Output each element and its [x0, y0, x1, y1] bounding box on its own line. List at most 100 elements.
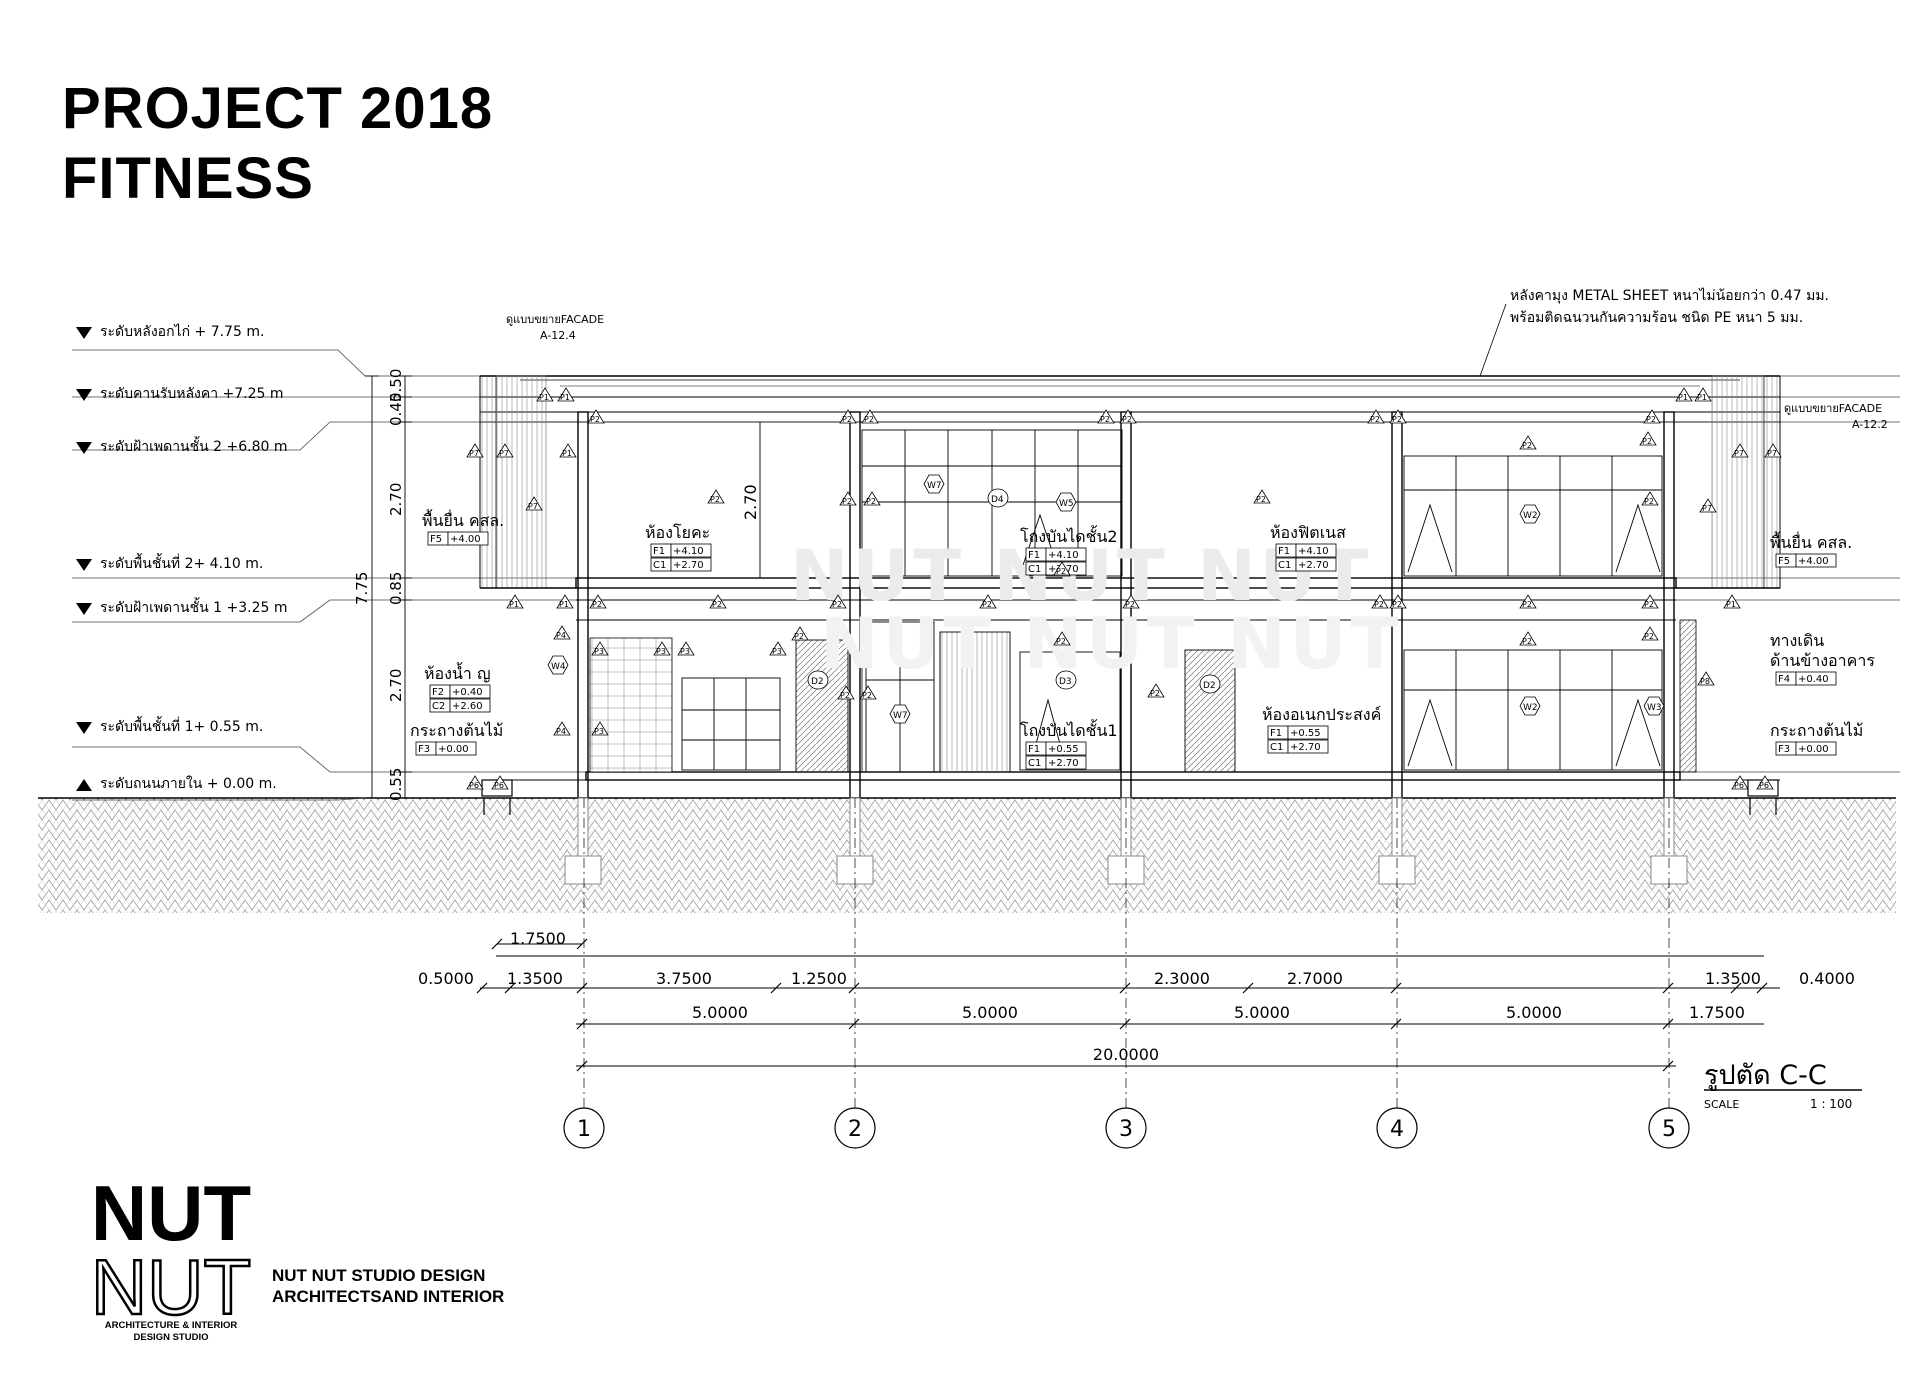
wall-tag-icon	[1371, 594, 1389, 609]
wall-tag: P1	[562, 449, 572, 458]
room-name: พื้นยื่น คสล.	[1770, 531, 1852, 552]
door-tag-icon	[807, 670, 829, 690]
dimension-tick	[1242, 982, 1254, 994]
dimension-tick	[576, 982, 588, 994]
wall-tag-icon	[979, 594, 997, 609]
finish-level-box	[1287, 739, 1329, 754]
finish-level-box	[449, 698, 491, 713]
wall-tag-icon	[1641, 594, 1659, 609]
dimension-tick	[576, 938, 588, 950]
finish-code: C2	[432, 701, 445, 712]
dimension-value: 0.5000	[418, 969, 474, 988]
room-name: ห้องโยคะ	[645, 523, 710, 542]
level-label: ระดับฝ้าเพดานชั้น 1 +3.25 m	[100, 597, 288, 616]
window-tag: W7	[927, 481, 942, 491]
wall-tag-icon	[525, 496, 543, 511]
window-tag: W2	[1523, 511, 1538, 521]
wall-tag-icon	[829, 594, 847, 609]
dimension-tick	[1119, 982, 1131, 994]
finish-level: +0.40	[452, 687, 483, 698]
finish-code: C1	[1278, 560, 1291, 571]
facade-ref-left-sheet: A-12.4	[540, 329, 576, 342]
finish-code: C1	[1028, 564, 1041, 575]
dimension-tick	[576, 1060, 588, 1072]
wall-tag-icon	[491, 775, 509, 790]
grid-axis-label: 1	[577, 1117, 591, 1142]
dimension-value: 20.0000	[1093, 1045, 1159, 1064]
finish-level: +0.40	[1798, 674, 1829, 685]
window-tag-icon	[1519, 504, 1541, 524]
wall-tag: P1	[1726, 600, 1736, 609]
finish-code: F1	[1270, 728, 1282, 739]
wall-tag-icon	[1389, 594, 1407, 609]
room-name: โถงบันไดชั้น2	[1020, 525, 1118, 546]
scale-value: 1 : 100	[1810, 1097, 1852, 1111]
wall-tag-icon	[496, 443, 514, 458]
finish-level-box	[435, 741, 477, 756]
wall-tag: P2	[1125, 600, 1135, 609]
studio-logo: NUT NUT ARCHITECTURE & INTERIOR DESIGN S…	[90, 1176, 253, 1343]
finish-level: +0.00	[438, 744, 469, 755]
room-name: กระถางต้นไม้	[1770, 721, 1863, 740]
finish-level: +2.70	[673, 560, 704, 571]
finish-code: F3	[1778, 744, 1790, 755]
roof-note-line1: หลังคามุง METAL SHEET หนาไม่น้อยกว่า 0.4…	[1510, 287, 1829, 304]
wall-tag-icon	[1764, 443, 1782, 458]
level-label: ระดับพื้นชั้นที่ 2+ 4.10 m.	[100, 553, 263, 572]
finish-level: +4.10	[1298, 546, 1329, 557]
wall-tag: P2	[1644, 632, 1654, 641]
level-marker-icon	[76, 559, 92, 571]
level-label: ระดับฝ้าเพดานชั้น 2 +6.80 m	[100, 436, 288, 455]
room-name: โถงบันไดชั้น1	[1020, 719, 1118, 740]
dimension-value: 5.0000	[1506, 1003, 1562, 1022]
wall-tag-icon	[506, 594, 524, 609]
wall-tag-icon	[1641, 491, 1659, 506]
wall-tag: P7	[1702, 504, 1712, 513]
finish-level-box	[1295, 543, 1337, 558]
wall-tag: P2	[832, 600, 842, 609]
wall-tag: P2	[982, 600, 992, 609]
wall-tag: P1	[1678, 393, 1688, 402]
finish-code: F1	[1278, 546, 1290, 557]
wall-tag-icon	[536, 387, 554, 402]
room-name: ด้านข้างอาคาร	[1770, 651, 1875, 670]
section-title: รูปตัด C-C	[1704, 1060, 1827, 1091]
door-tag: D2	[1203, 681, 1216, 691]
door-tag: D2	[811, 677, 824, 687]
wall-tag: P2	[794, 632, 804, 641]
finish-level: +0.55	[1048, 744, 1079, 755]
wall-tag-icon	[839, 409, 857, 424]
dimension-tick	[1390, 982, 1402, 994]
wall-tag: P3	[656, 647, 666, 656]
finish-code: C1	[1028, 758, 1041, 769]
finish-code: C1	[653, 560, 666, 571]
level-marker-icon	[76, 603, 92, 615]
project-subtitle: FITNESS	[62, 146, 314, 211]
wall-tag-icon	[1643, 409, 1661, 424]
wall-tag-icon	[1053, 561, 1071, 576]
room-name: กระถางต้นไม้	[410, 721, 503, 740]
window-tag-icon	[1055, 492, 1077, 512]
level-marker-icon	[76, 442, 92, 454]
dimension-tick	[576, 1018, 588, 1030]
wall-tag: P2	[862, 691, 872, 700]
wall-tag-icon	[1756, 775, 1774, 790]
wall-tag-icon	[1639, 431, 1657, 446]
wall-tag: P1	[559, 600, 569, 609]
wall-tag: P2	[590, 415, 600, 424]
level-label: ระดับพื้นชั้นที่ 1+ 0.55 m.	[100, 716, 263, 735]
watermark-line2: NUT NUT NUT	[820, 603, 1402, 685]
studio-name-line2: ARCHITECTSAND INTERIOR	[272, 1287, 505, 1306]
wall-tag: P2	[1056, 637, 1066, 646]
dimension-tick	[770, 982, 782, 994]
level-marker-icon	[76, 779, 92, 791]
wall-tag-icon	[1053, 631, 1071, 646]
wall-tag: P2	[1522, 600, 1532, 609]
ground	[38, 797, 1896, 913]
vertical-dimension-labels: 0.500.452.700.852.700.557.752.70	[353, 369, 760, 801]
window-tag-icon	[1519, 696, 1541, 716]
wall-tag: P2	[1056, 567, 1066, 576]
vertical-dimension: 0.85	[387, 572, 405, 605]
